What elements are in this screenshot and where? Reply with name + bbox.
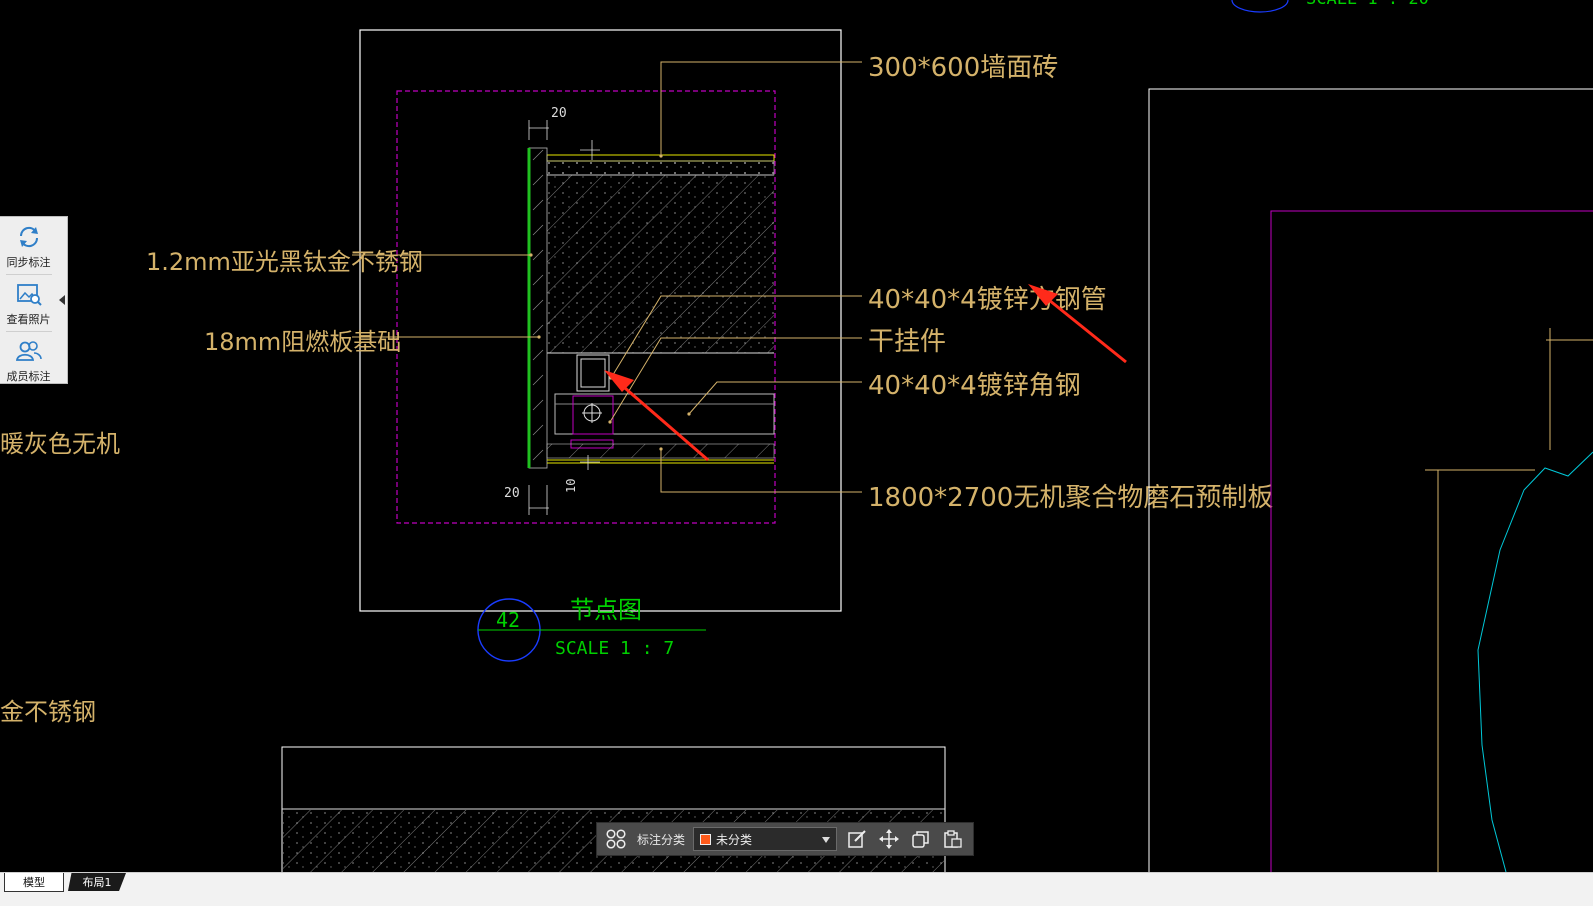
sync-icon: [19, 226, 38, 248]
label-hanger: 干挂件: [868, 327, 946, 357]
partial-left-label-1: 暖灰色无机: [0, 430, 120, 458]
detail-title-block: 42 节点图 SCALE 1 : 7: [477, 596, 706, 662]
label-angle-steel: 40*40*4镀锌角钢: [868, 371, 1081, 401]
tab-layout-1[interactable]: 布局1: [68, 873, 126, 891]
sync-annotation-label: 同步标注: [6, 256, 51, 269]
category-select[interactable]: 未分类: [693, 827, 838, 851]
leader-lines: [352, 61, 862, 493]
annotation-toolbar: 标注分类 未分类: [596, 822, 974, 856]
wall-section: [527, 147, 775, 469]
copy-icon: [912, 831, 929, 848]
copy-annotation-button[interactable]: [909, 827, 933, 851]
members-icon: [15, 341, 42, 361]
edit-annotation-button[interactable]: [845, 827, 869, 851]
dim-top: 20: [551, 106, 567, 121]
category-color-swatch: [700, 833, 712, 845]
edit-icon: [848, 830, 866, 848]
member-annotation-button[interactable]: 成员标注: [0, 333, 57, 387]
sync-annotation-button[interactable]: 同步标注: [0, 219, 57, 273]
viewport-boundary: [396, 90, 776, 524]
label-terrazzo: 1800*2700无机聚合物磨石预制板: [868, 483, 1273, 513]
tab-model[interactable]: 模型: [4, 873, 64, 892]
side-divider: [6, 331, 52, 332]
dimensions: [528, 120, 600, 515]
label-square-tube: 40*40*4镀锌方钢管: [868, 285, 1107, 315]
side-divider: [6, 274, 52, 275]
paste-icon: [944, 830, 962, 848]
svg-text:SCALE 1 : 20: SCALE 1 : 20: [1306, 0, 1429, 9]
view-photo-label: 查看照片: [6, 313, 51, 326]
category-value: 未分类: [716, 832, 753, 847]
label-steel-cover: 1.2mm亚光黑钛金不锈钢: [146, 248, 423, 276]
lower-section-drawing: [281, 746, 946, 888]
detail-frame: [359, 29, 842, 612]
dim-bottom-side: 10: [564, 479, 578, 493]
right-elevation-drawing: [1148, 88, 1593, 873]
paste-annotation-button[interactable]: [941, 827, 965, 851]
annotation-side-panel: 同步标注 查看照片 成员标注: [0, 216, 68, 384]
detail-number: 42: [496, 608, 520, 632]
collapse-arrow-icon: [59, 295, 65, 305]
category-label: 标注分类: [637, 832, 686, 847]
detail-title: 节点图: [570, 596, 642, 624]
partial-left-label-2: 金不锈钢: [0, 698, 96, 726]
move-icon: [879, 829, 900, 849]
red-arrow-markup[interactable]: [604, 284, 1127, 462]
partial-scale-title: SCALE 1 : 20: [1231, 0, 1429, 13]
label-wall-tile: 300*600墙面砖: [868, 53, 1058, 83]
move-annotation-button[interactable]: [877, 827, 901, 851]
category-grid-icon[interactable]: [605, 828, 627, 850]
photo-search-icon: [16, 284, 42, 306]
layout-tab-strip: 模型 布局1: [0, 872, 1593, 906]
view-photo-button[interactable]: 查看照片: [0, 276, 57, 330]
chevron-down-icon: [822, 837, 831, 843]
collapse-panel-button[interactable]: [57, 217, 67, 383]
member-annotation-label: 成员标注: [6, 370, 51, 383]
label-base-board: 18mm阻燃板基础: [204, 328, 401, 356]
dim-bottom: 20: [504, 486, 520, 501]
detail-scale: SCALE 1 : 7: [555, 638, 674, 659]
